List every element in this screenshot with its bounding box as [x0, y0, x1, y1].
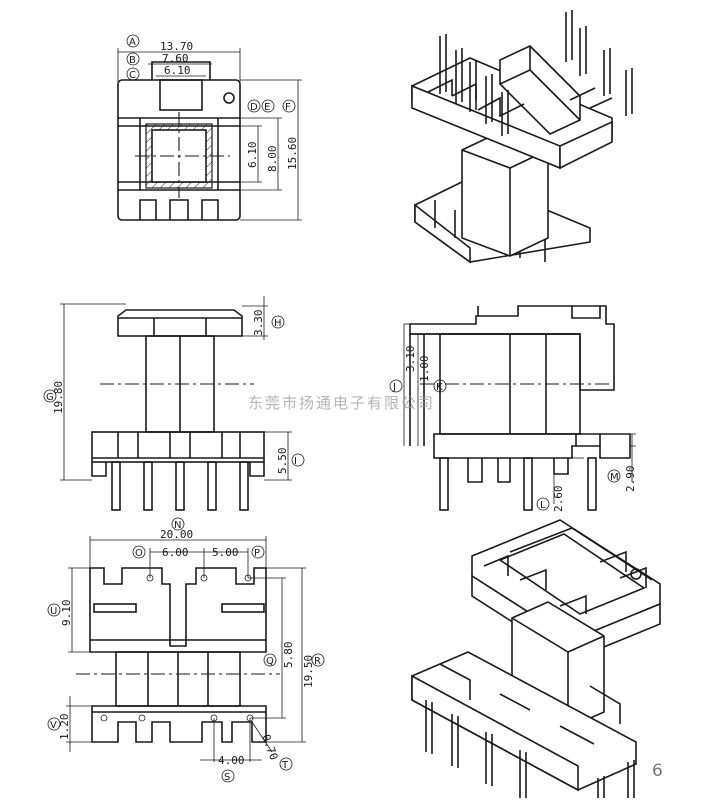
- dim-9-10: 9.10: [60, 600, 73, 627]
- dim-8-00: 8.00: [266, 146, 279, 173]
- label-V: V: [50, 720, 57, 731]
- dim-3-30: 3.30: [252, 310, 265, 337]
- label-N: N: [174, 520, 181, 531]
- top-view: [117, 48, 302, 221]
- label-J: J: [392, 382, 396, 393]
- dim-1-00: 1.00: [418, 356, 431, 383]
- dim-1-20: 1.20: [58, 714, 71, 741]
- label-A: A: [129, 37, 136, 48]
- label-R: R: [314, 656, 321, 667]
- dim-5-50: 5.50: [276, 448, 289, 475]
- label-S: S: [224, 772, 230, 783]
- label-Q: Q: [266, 656, 274, 667]
- label-G: G: [46, 392, 54, 403]
- dim-20-00: 20.00: [160, 528, 193, 541]
- dim-5-80: 5.80: [282, 642, 295, 669]
- label-E: E: [264, 102, 270, 113]
- label-O: O: [135, 548, 143, 559]
- dim-2-90: 2.90: [624, 466, 637, 493]
- dim-6-00: 6.00: [162, 546, 189, 559]
- dim-13-70: 13.70: [160, 40, 193, 53]
- dim-4-00: 4.00: [218, 754, 245, 767]
- side-view-labels: G 19.80 H 3.30 I 5.50: [43, 310, 305, 475]
- bottom-view-labels: N 20.00 O 6.00 5.00 P Q 5.80 R 19.50 U 9…: [47, 517, 325, 783]
- dim-5-00: 5.00: [212, 546, 239, 559]
- iso-pins-bottom: [425, 700, 635, 798]
- page-number: 6: [652, 761, 663, 781]
- label-T: T: [281, 760, 289, 771]
- dim-0-70: 0.70: [259, 733, 280, 762]
- dim-6-10: 6.10: [164, 64, 191, 77]
- label-K: K: [436, 382, 443, 393]
- label-F: F: [285, 102, 291, 113]
- label-M: M: [610, 472, 619, 483]
- label-C: C: [129, 70, 136, 81]
- label-L: L: [540, 500, 546, 511]
- label-I: I: [294, 456, 297, 467]
- front-view: [403, 305, 636, 511]
- dim-19-80: 19.80: [52, 381, 65, 414]
- side-view: [60, 296, 292, 511]
- isometric-view-bottom: [411, 519, 661, 798]
- dim-19-50: 19.50: [302, 655, 315, 688]
- label-D: D: [250, 102, 258, 113]
- dim-15-60: 15.60: [286, 137, 299, 170]
- dim-2-60: 2.60: [552, 486, 565, 513]
- dim-3-10: 3.10: [404, 346, 417, 373]
- isometric-view-top: [411, 10, 633, 264]
- bottom-view: [66, 536, 306, 762]
- dim-6-10-v: 6.10: [246, 142, 259, 169]
- label-H: H: [274, 318, 282, 329]
- watermark: 东莞市扬通电子有限公司: [248, 394, 435, 412]
- front-view-labels: J 3.10 K 1.00 L 2.60 M 2.90: [389, 346, 637, 513]
- dim-7-60: 7.60: [162, 52, 189, 65]
- label-P: P: [254, 548, 260, 559]
- label-B: B: [129, 55, 136, 66]
- top-view-labels: A 13.70 B 7.60 C 6.10 D E F 6.10 8.00 15…: [126, 34, 299, 173]
- iso-pins: [439, 10, 633, 136]
- label-U: U: [50, 606, 57, 617]
